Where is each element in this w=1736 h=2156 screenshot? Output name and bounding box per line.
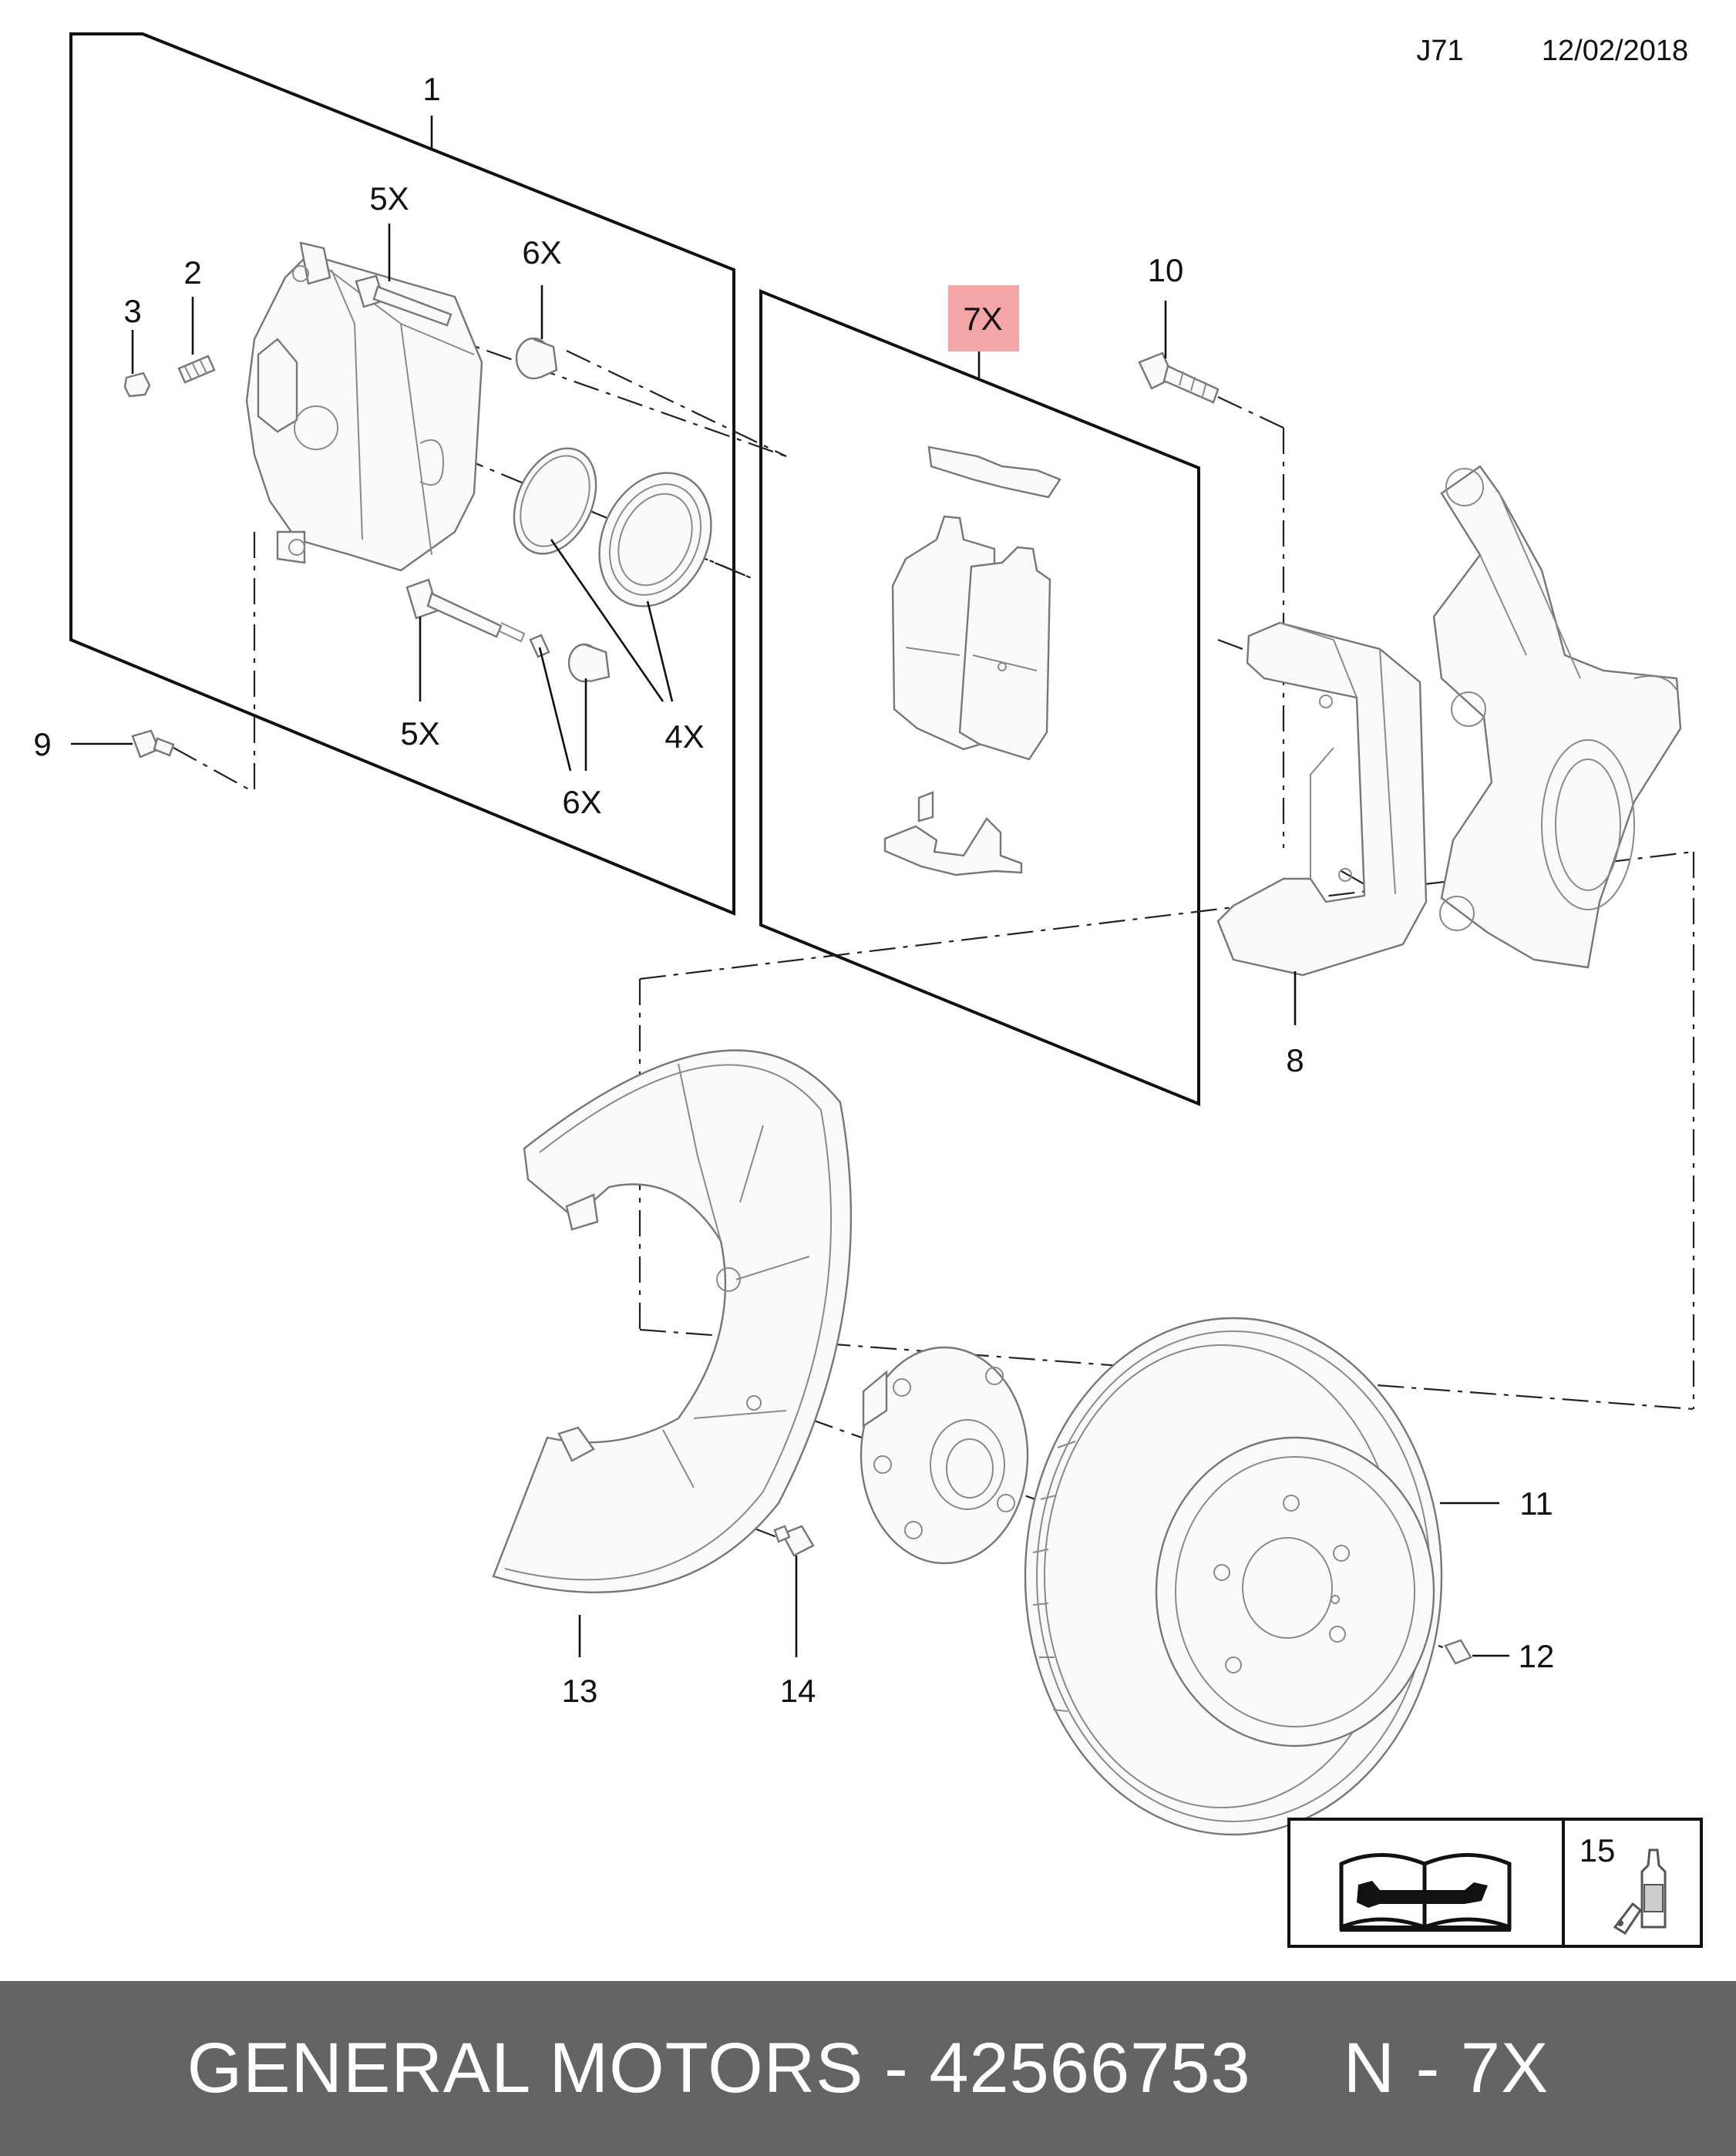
callout-3: 3 (123, 293, 141, 329)
bleeder-valve (177, 355, 216, 384)
steering-knuckle (1432, 465, 1682, 969)
callout-leaders (71, 116, 1509, 1657)
footer-brand: GENERAL MOTORS (187, 2029, 864, 2107)
bracket-bolt (1138, 351, 1220, 404)
callout-11: 11 (1519, 1485, 1553, 1522)
rotor-screw (1444, 1639, 1472, 1665)
callout-6x-upper: 6X (522, 234, 561, 271)
callout-6x-lower: 6X (562, 784, 601, 820)
callout-1: 1 (422, 71, 440, 107)
caliper-group-frame (69, 32, 735, 916)
caliper-bracket (1216, 621, 1428, 977)
brake-splash-shield (492, 1049, 853, 1594)
callout-8: 8 (1286, 1042, 1304, 1078)
diagram-code: J71 (1416, 35, 1463, 67)
caliper-bolt (131, 729, 175, 758)
threadlocker-bottle-icon (1613, 1848, 1667, 1936)
callout-2: 2 (183, 254, 201, 291)
guide-pin-upper (355, 274, 453, 327)
footer-bar: GENERAL MOTORS - 42566753 N - 7X (0, 1981, 1736, 2156)
callout-7x: 7X (963, 301, 1002, 337)
callout-14: 14 (780, 1673, 816, 1709)
repair-manual-icon (1339, 1853, 1512, 1932)
callout-5x-lower: 5X (400, 715, 439, 752)
callout-13: 13 (562, 1673, 598, 1709)
footer-separator: - (884, 2029, 909, 2107)
exploded-parts-diagram: J71 12/02/2018 (33, 32, 1703, 1948)
guide-bushing-upper (515, 337, 558, 380)
callout-15: 15 (1580, 1832, 1616, 1868)
callout-4x: 4X (664, 718, 704, 755)
piston-seal (513, 447, 597, 555)
diagram-date: 12/02/2018 (1542, 35, 1688, 67)
brake-caliper-body (245, 241, 483, 572)
callout-5x-upper: 5X (369, 180, 409, 217)
callout-highlight (948, 285, 1019, 351)
brake-rotor (1024, 1317, 1443, 1836)
guide-pin-lower (405, 578, 526, 643)
footer-part-number: 42566753 (929, 2029, 1251, 2107)
pad-kit-group-frame (759, 289, 1200, 1106)
dust-boot (598, 472, 712, 607)
bleeder-cap (123, 372, 151, 398)
guide-bushing-lower (529, 634, 611, 683)
brake-pad-set (883, 446, 1061, 876)
wheel-hub (860, 1346, 1029, 1565)
callout-10: 10 (1148, 252, 1184, 288)
callout-9: 9 (33, 726, 51, 762)
callout-12: 12 (1519, 1638, 1555, 1674)
shield-bolt (773, 1525, 815, 1557)
footer-quantity-note: N - 7X (1343, 2029, 1549, 2107)
